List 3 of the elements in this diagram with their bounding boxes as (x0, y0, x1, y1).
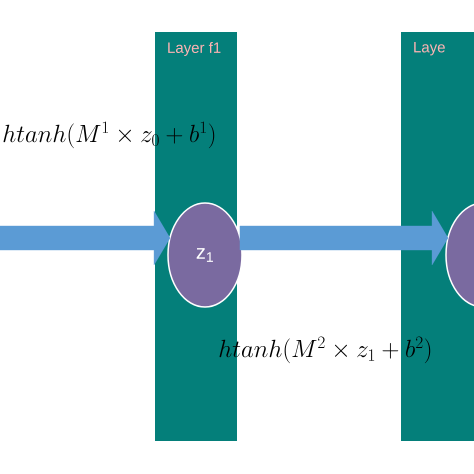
ellipse-node (445, 202, 474, 308)
block-arrow (240, 210, 448, 266)
block-arrow (0, 210, 170, 266)
